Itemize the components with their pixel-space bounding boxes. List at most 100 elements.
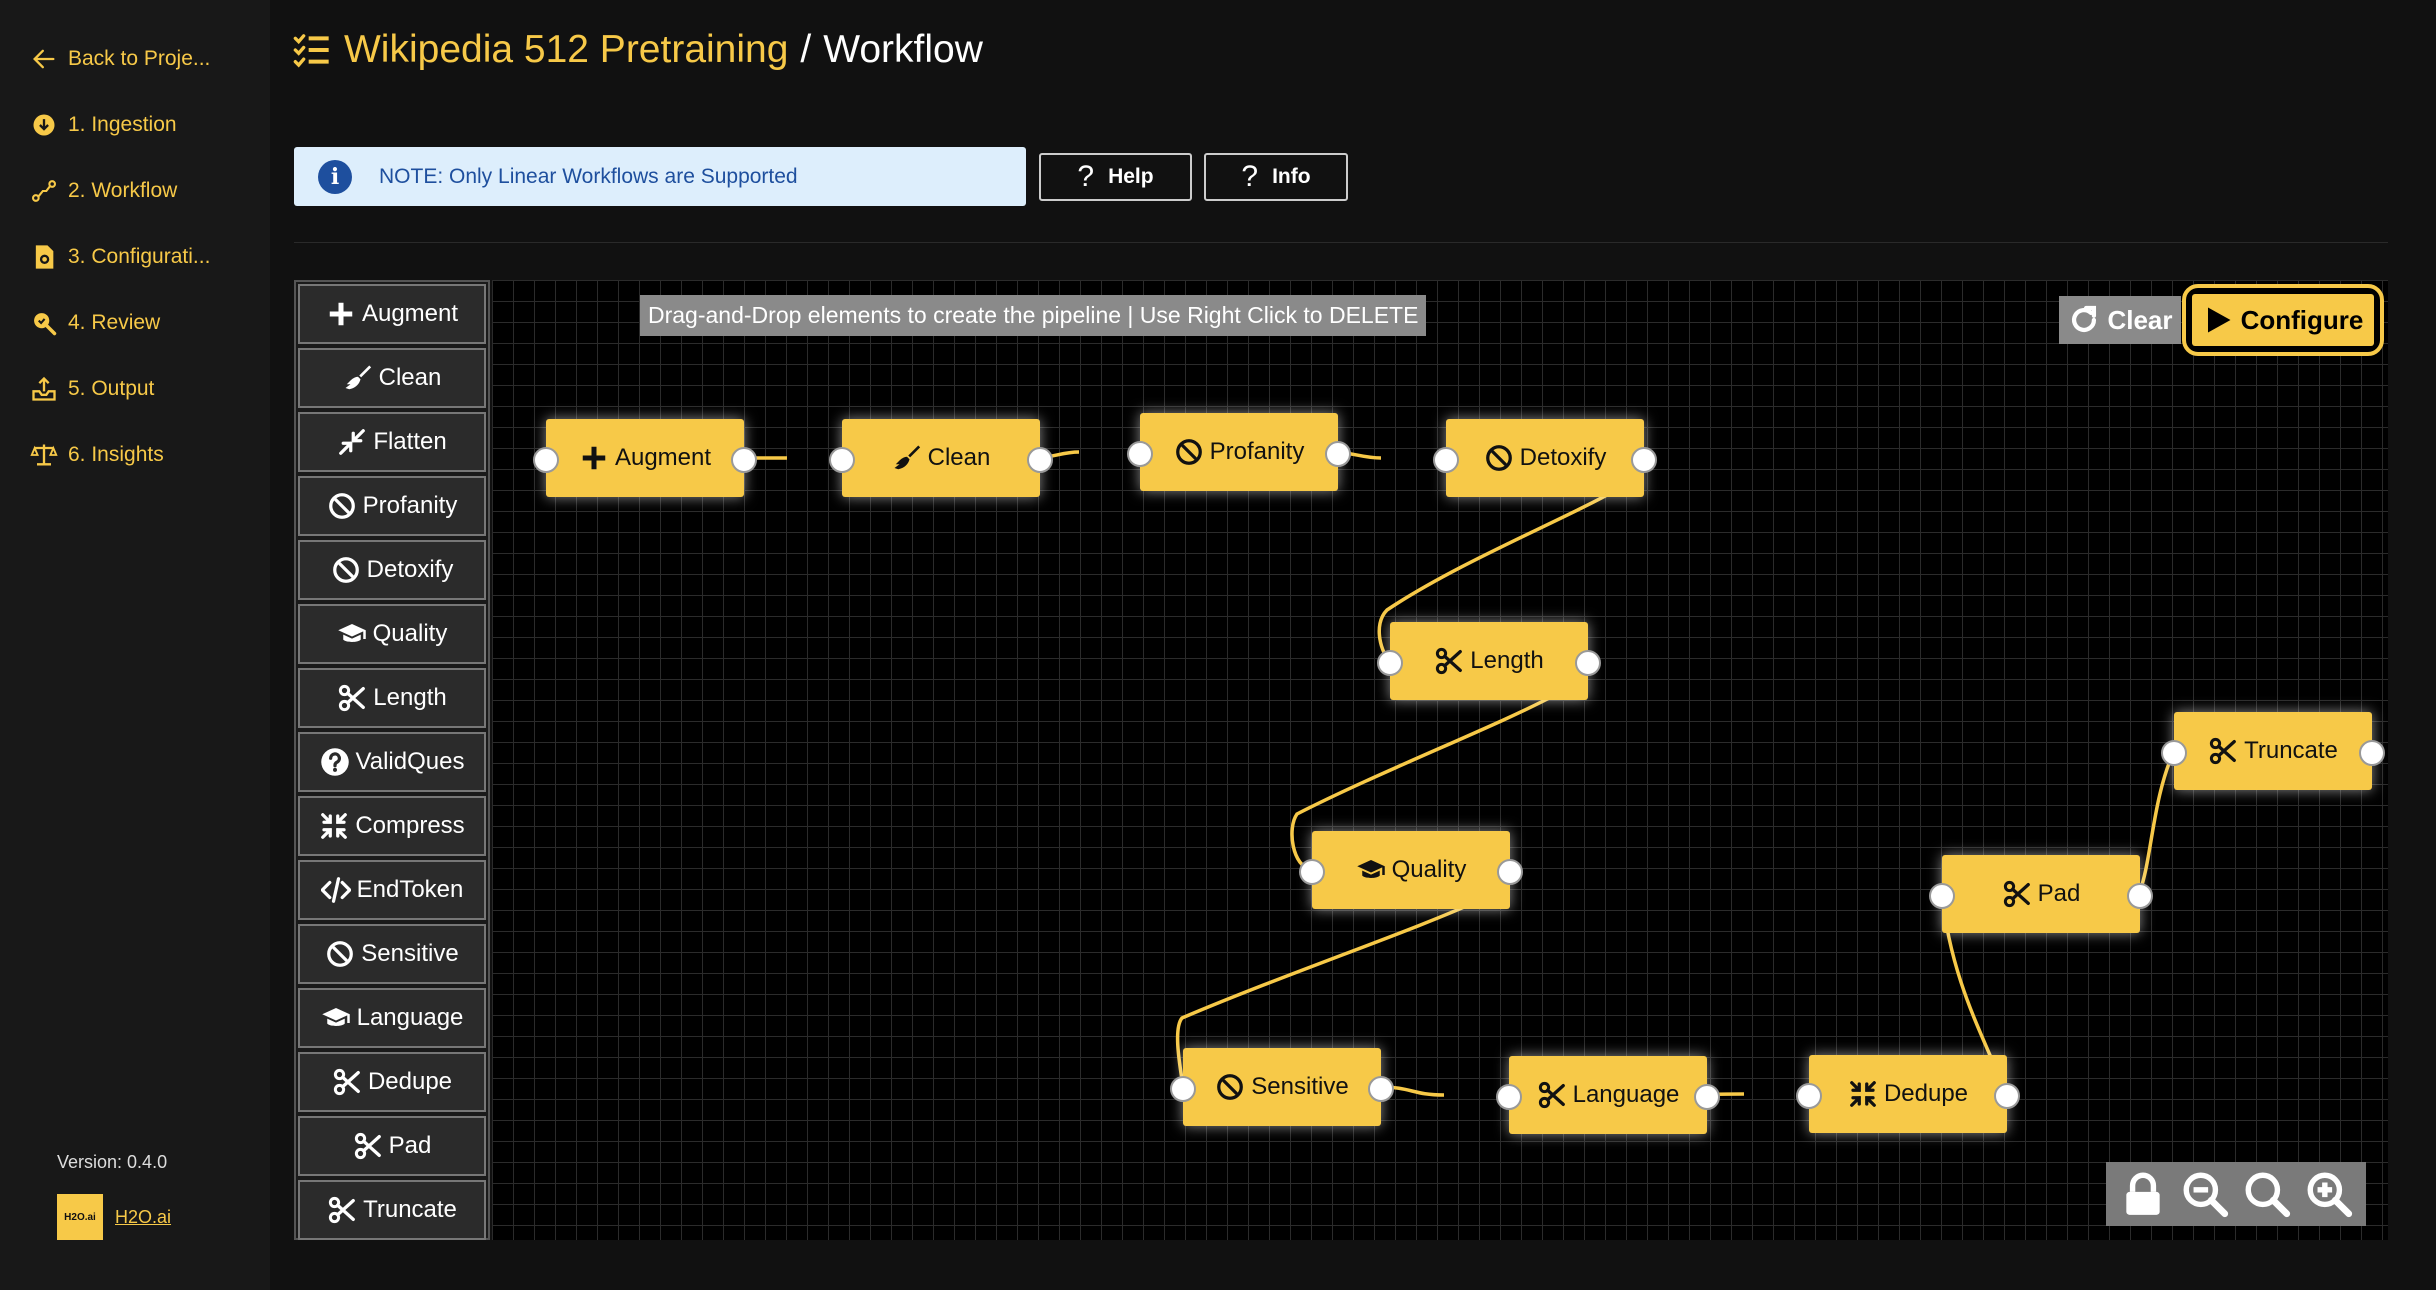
scissors-icon bbox=[2002, 879, 2032, 909]
brand-link[interactable]: H2O.ai bbox=[115, 1206, 172, 1227]
divider bbox=[294, 242, 2388, 243]
input-port[interactable] bbox=[2161, 740, 2187, 766]
palette-item-label: Sensitive bbox=[361, 940, 459, 967]
canvas-hint: Drag-and-Drop elements to create the pip… bbox=[640, 295, 1427, 336]
node-quality[interactable]: Quality bbox=[1299, 831, 1523, 909]
palette-item-truncate[interactable]: Truncate bbox=[298, 1180, 486, 1240]
node-label: Sensitive bbox=[1251, 1073, 1349, 1100]
input-port[interactable] bbox=[1929, 883, 1955, 909]
palette-item-profanity[interactable]: Profanity bbox=[298, 476, 486, 536]
input-port[interactable] bbox=[1796, 1083, 1822, 1109]
palette-item-label: Profanity bbox=[362, 492, 458, 519]
palette-item-dedupe[interactable]: Dedupe bbox=[298, 1052, 486, 1112]
palette-item-label: Language bbox=[356, 1004, 464, 1031]
node-augment[interactable]: Augment bbox=[533, 419, 757, 497]
output-port[interactable] bbox=[2359, 740, 2385, 766]
output-port[interactable] bbox=[731, 447, 757, 473]
palette-item-compress[interactable]: Compress bbox=[298, 796, 486, 856]
graduation-cap-icon bbox=[1356, 855, 1386, 885]
output-port[interactable] bbox=[1575, 650, 1601, 676]
palette-item-validques[interactable]: ValidQues bbox=[298, 732, 486, 792]
zoom-in-button[interactable] bbox=[2303, 1168, 2355, 1220]
palette-item-label: Truncate bbox=[363, 1196, 457, 1223]
palette-item-pad[interactable]: Pad bbox=[298, 1116, 486, 1176]
node-dedupe[interactable]: Dedupe bbox=[1796, 1055, 2020, 1133]
node-detoxify[interactable]: Detoxify bbox=[1433, 419, 1657, 497]
arrow-left-icon bbox=[33, 49, 55, 69]
input-port[interactable] bbox=[533, 447, 559, 473]
input-port[interactable] bbox=[1299, 859, 1325, 885]
palette-item-label: Detoxify bbox=[366, 556, 454, 583]
palette-item-sensitive[interactable]: Sensitive bbox=[298, 924, 486, 984]
node-length[interactable]: Length bbox=[1377, 622, 1601, 700]
palette-item-quality[interactable]: Quality bbox=[298, 604, 486, 664]
zoom-reset-button[interactable] bbox=[2241, 1168, 2293, 1220]
node-profanity[interactable]: Profanity bbox=[1127, 413, 1351, 491]
sidebar-item-label: 4. Review bbox=[68, 311, 161, 334]
input-port[interactable] bbox=[1496, 1084, 1522, 1110]
node-label: Dedupe bbox=[1883, 1080, 1969, 1107]
scissors-icon bbox=[332, 1067, 362, 1097]
palette-item-flatten[interactable]: Flatten bbox=[298, 412, 486, 472]
output-port[interactable] bbox=[1368, 1076, 1394, 1102]
h2o-logo: H2O.ai bbox=[57, 1194, 103, 1240]
palette-item-detoxify[interactable]: Detoxify bbox=[298, 540, 486, 600]
ban-icon bbox=[325, 939, 355, 969]
scissors-icon bbox=[1537, 1080, 1567, 1110]
palette-item-label: Dedupe bbox=[367, 1068, 453, 1095]
output-port[interactable] bbox=[2127, 883, 2153, 909]
node-language[interactable]: Language bbox=[1496, 1056, 1720, 1134]
sidebar-item-label: 1. Ingestion bbox=[68, 113, 177, 136]
palette-item-clean[interactable]: Clean bbox=[298, 348, 486, 408]
broom-icon bbox=[892, 443, 922, 473]
node-clean[interactable]: Clean bbox=[829, 419, 1053, 497]
sidebar-item-ingestion[interactable]: 1. Ingestion bbox=[30, 105, 177, 145]
sidebar-item-review[interactable]: 4. Review bbox=[30, 303, 160, 343]
input-port[interactable] bbox=[1377, 650, 1403, 676]
palette-item-augment[interactable]: Augment bbox=[298, 284, 486, 344]
configure-button[interactable]: Configure bbox=[2182, 284, 2384, 356]
workflow-canvas[interactable]: Drag-and-Drop elements to create the pip… bbox=[492, 280, 2388, 1240]
zoom-in-icon bbox=[2307, 1172, 2353, 1218]
input-port[interactable] bbox=[829, 447, 855, 473]
sidebar-item-label: 3. Configurati... bbox=[68, 245, 211, 268]
output-port[interactable] bbox=[1325, 441, 1351, 467]
palette-item-language[interactable]: Language bbox=[298, 988, 486, 1048]
output-port[interactable] bbox=[1694, 1084, 1720, 1110]
sidebar-item-output[interactable]: 5. Output bbox=[30, 369, 154, 409]
zoom-out-button[interactable] bbox=[2179, 1168, 2231, 1220]
note-text: NOTE: Only Linear Workflows are Supporte… bbox=[379, 164, 798, 188]
output-port[interactable] bbox=[1631, 447, 1657, 473]
clear-button[interactable]: Clear bbox=[2059, 296, 2181, 344]
output-port[interactable] bbox=[1027, 447, 1053, 473]
lock-button[interactable] bbox=[2117, 1168, 2169, 1220]
play-icon bbox=[2207, 307, 2231, 333]
sidebar-item-workflow[interactable]: 2. Workflow bbox=[30, 171, 177, 211]
sidebar-item-back[interactable]: Back to Proje... bbox=[30, 39, 210, 79]
palette-item-endtoken[interactable]: EndToken bbox=[298, 860, 486, 920]
output-port[interactable] bbox=[1994, 1083, 2020, 1109]
sidebar-item-label: 6. Insights bbox=[68, 443, 164, 466]
help-button[interactable]: ? Help bbox=[1039, 153, 1192, 201]
plus-icon bbox=[326, 299, 356, 329]
project-name[interactable]: Wikipedia 512 Pretraining bbox=[344, 28, 789, 71]
palette-item-label: ValidQues bbox=[355, 748, 465, 775]
node-label: Quality bbox=[1391, 856, 1467, 883]
palette-item-length[interactable]: Length bbox=[298, 668, 486, 728]
node-label: Profanity bbox=[1209, 438, 1305, 465]
version-label: Version: 0.4.0 bbox=[57, 1152, 168, 1172]
edge bbox=[2137, 750, 2176, 895]
info-button[interactable]: ? Info bbox=[1204, 153, 1348, 201]
list-check-icon bbox=[292, 30, 332, 70]
node-sensitive[interactable]: Sensitive bbox=[1170, 1048, 1394, 1126]
node-truncate[interactable]: Truncate bbox=[2161, 712, 2385, 790]
input-port[interactable] bbox=[1433, 447, 1459, 473]
input-port[interactable] bbox=[1127, 441, 1153, 467]
sidebar-item-configuration[interactable]: 3. Configurati... bbox=[30, 237, 210, 277]
output-port[interactable] bbox=[1497, 859, 1523, 885]
input-port[interactable] bbox=[1170, 1076, 1196, 1102]
ban-icon bbox=[1174, 437, 1204, 467]
sidebar-item-insights[interactable]: 6. Insights bbox=[30, 435, 164, 475]
node-label: Pad bbox=[2037, 880, 2081, 907]
node-pad[interactable]: Pad bbox=[1929, 855, 2153, 933]
